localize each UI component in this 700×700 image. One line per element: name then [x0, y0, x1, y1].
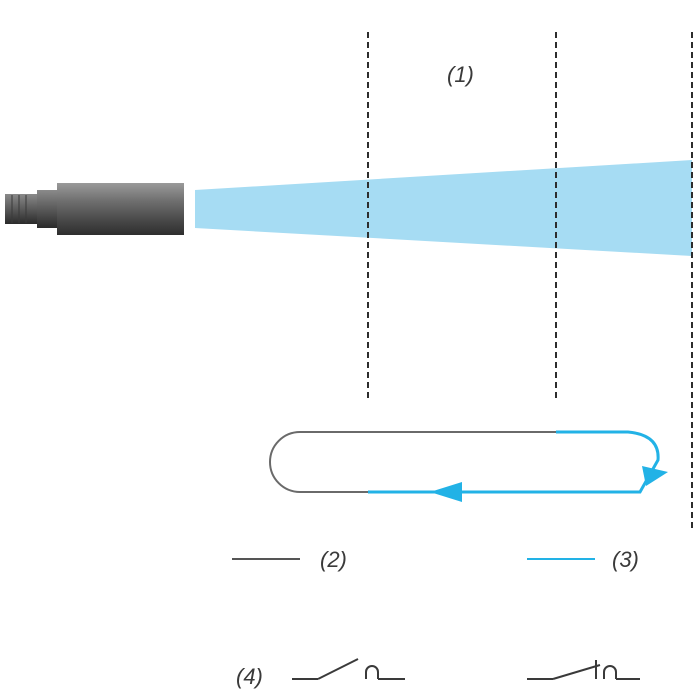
legend-on-label: (3) — [612, 547, 639, 572]
nc-contact-symbol-icon — [527, 660, 640, 680]
hysteresis-loop-on-segment — [368, 430, 660, 494]
output-contacts-label: (4) — [236, 664, 263, 689]
arrowhead-down-icon — [642, 466, 668, 486]
photoelectric-sensor-icon — [5, 183, 184, 235]
legend-off-label: (2) — [320, 547, 347, 572]
zone-label: (1) — [447, 62, 474, 87]
light-beam — [195, 160, 692, 256]
no-contact-symbol-icon — [292, 658, 405, 680]
hysteresis-loop-off-segment — [269, 431, 556, 493]
arrowhead-left-icon — [430, 482, 462, 502]
